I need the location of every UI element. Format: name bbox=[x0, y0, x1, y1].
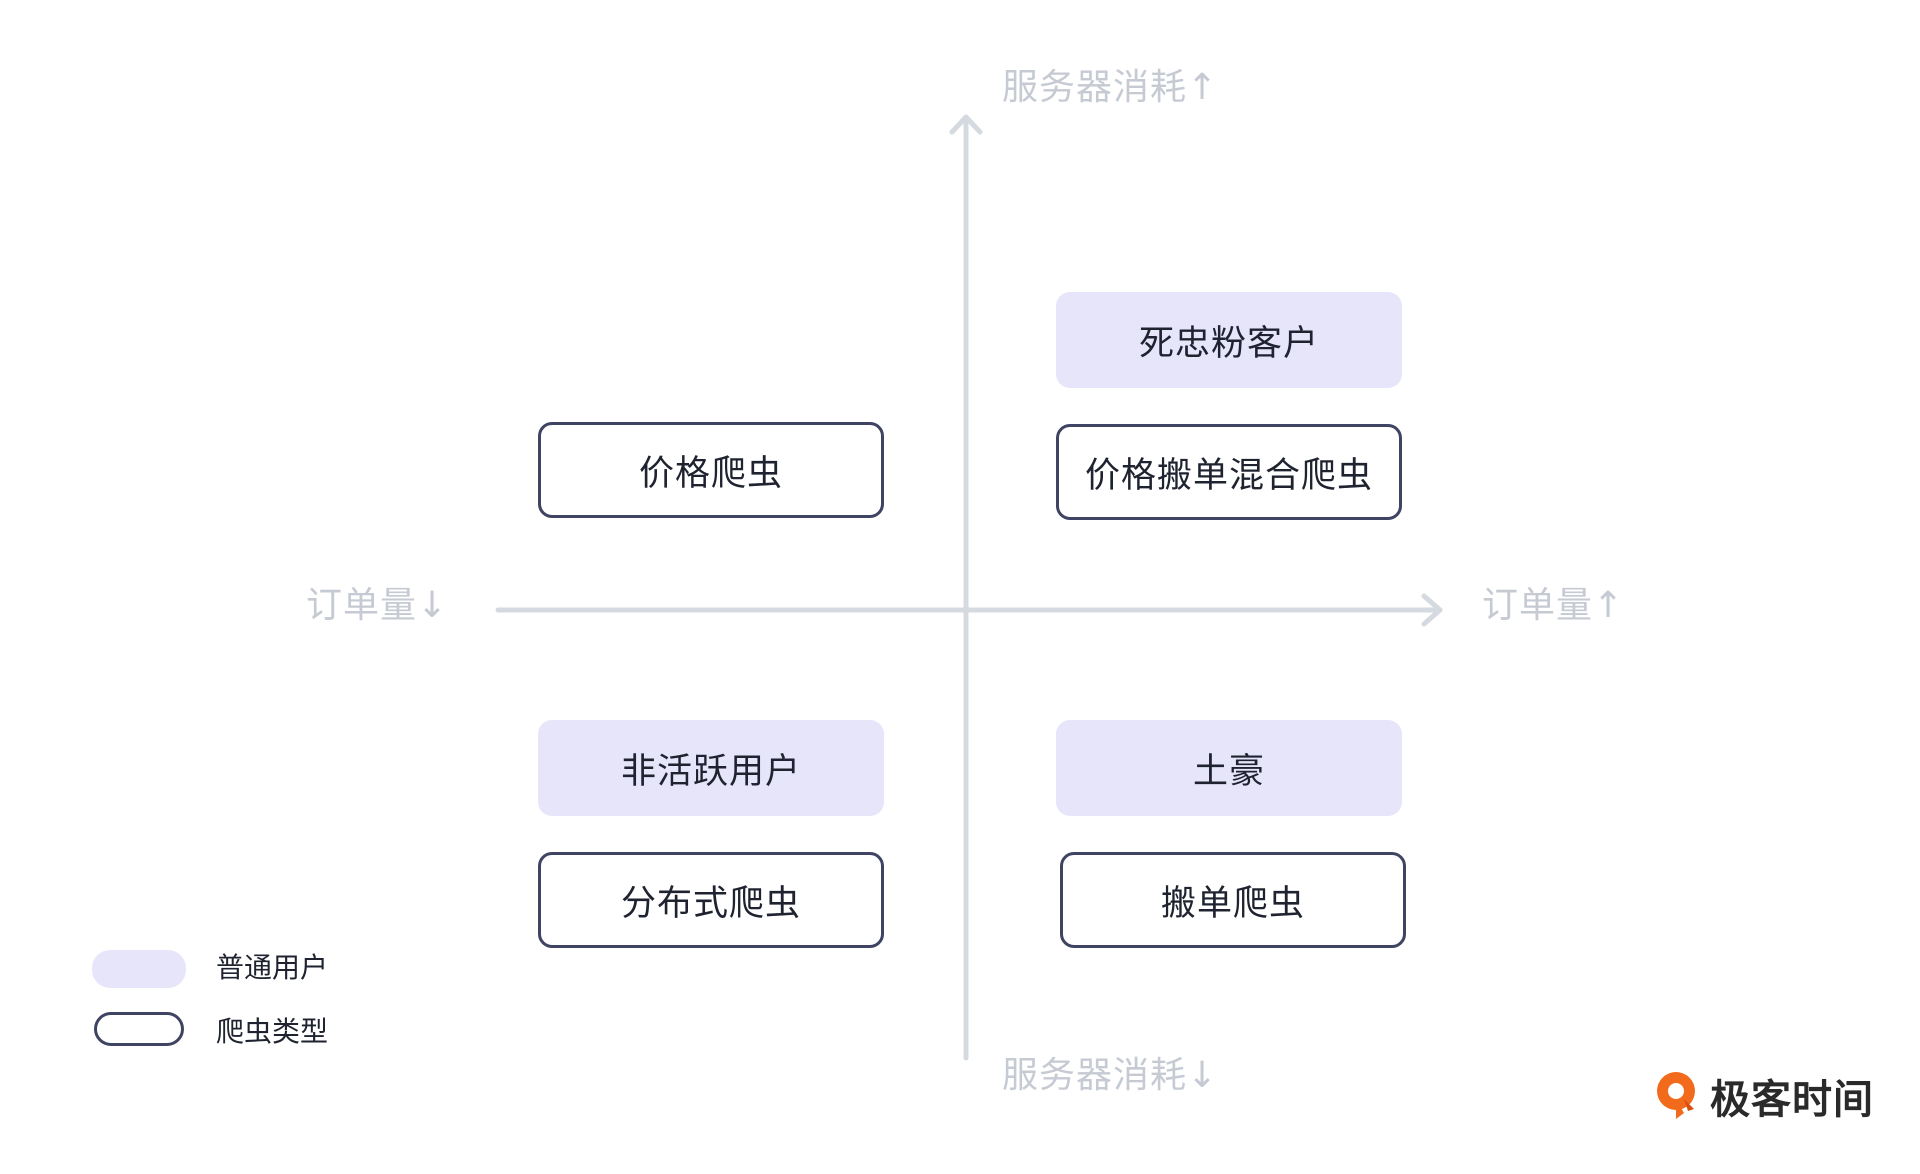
legend-user-label: 普通用户 bbox=[216, 951, 329, 984]
box-loyal-customer: 死忠粉客户 bbox=[1056, 292, 1402, 388]
legend-crawler-label: 爬虫类型 bbox=[216, 1015, 329, 1048]
x-axis-left-label: 订单量↓ bbox=[306, 585, 449, 626]
box-price-scraping-mixed-crawler: 价格搬单混合爬虫 bbox=[1056, 424, 1402, 520]
y-axis-top-label: 服务器消耗↑ bbox=[1002, 67, 1219, 108]
y-axis-arrowhead bbox=[949, 114, 983, 135]
x-axis-right-label: 订单量↑ bbox=[1482, 585, 1625, 626]
legend-crawler-swatch bbox=[94, 1012, 184, 1046]
brand-logo: 极客时间 bbox=[1654, 1066, 1874, 1126]
legend-user-swatch bbox=[92, 950, 186, 988]
geektime-logo-icon bbox=[1657, 1072, 1695, 1119]
y-axis-bottom-label: 服务器消耗↓ bbox=[1002, 1055, 1219, 1096]
brand-name: 极客时间 bbox=[1710, 1077, 1874, 1123]
x-axis-arrowhead bbox=[1421, 593, 1443, 627]
box-order-scraping-crawler: 搬单爬虫 bbox=[1060, 852, 1406, 948]
box-distributed-crawler: 分布式爬虫 bbox=[538, 852, 884, 948]
box-inactive-user: 非活跃用户 bbox=[538, 720, 884, 816]
box-big-spender: 土豪 bbox=[1056, 720, 1402, 816]
box-price-crawler: 价格爬虫 bbox=[538, 422, 884, 518]
